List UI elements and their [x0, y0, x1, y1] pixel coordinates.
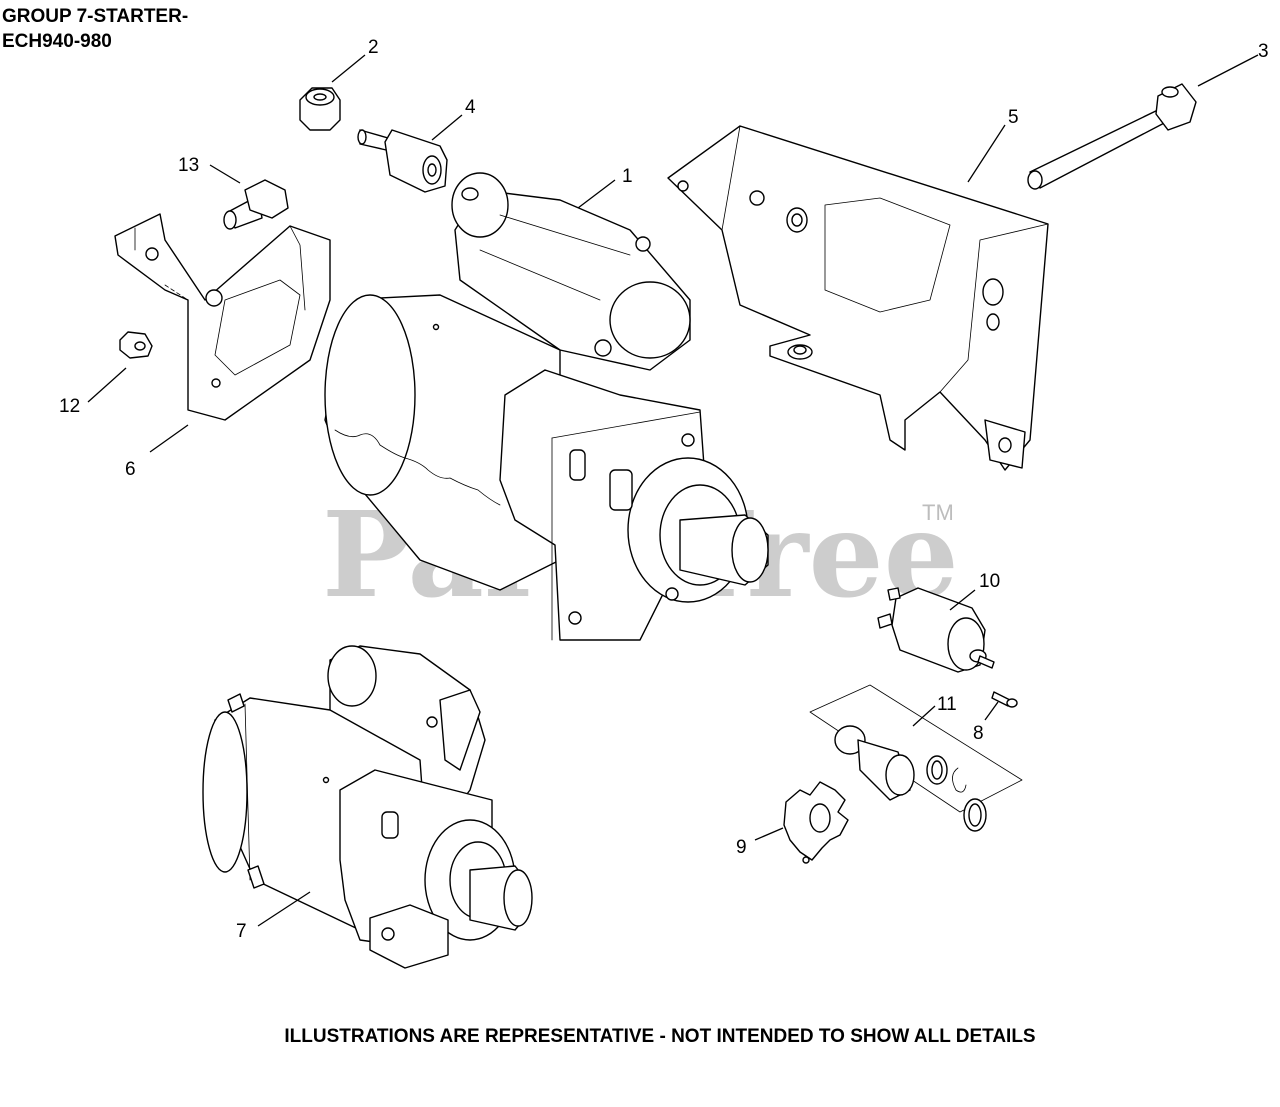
part-5-starter-bracket[interactable] [667, 125, 1049, 471]
callout-4[interactable]: 4 [465, 97, 476, 118]
part-6-bracket[interactable] [114, 213, 331, 421]
callout-7[interactable]: 7 [236, 921, 247, 942]
part-11-drive-kit[interactable] [809, 684, 1023, 832]
title-line-2: ECH940-980 [2, 31, 112, 52]
part-2-nut[interactable] [299, 87, 341, 131]
title-line-1: GROUP 7-STARTER- [2, 6, 189, 27]
callout-9[interactable]: 9 [736, 837, 747, 858]
callout-6[interactable]: 6 [125, 459, 136, 480]
part-8-screw[interactable] [991, 691, 1018, 708]
part-9-drive-gear[interactable] [783, 781, 849, 864]
diagram-title: GROUP 7-STARTER- ECH940-980 [2, 4, 188, 54]
part-10-solenoid[interactable] [877, 587, 995, 673]
part-12-nut[interactable] [119, 331, 153, 359]
callout-13[interactable]: 13 [178, 155, 199, 176]
part-7-starter-assembly[interactable] [202, 645, 533, 969]
watermark-tm: TM [922, 500, 954, 525]
part-13-bolt[interactable] [223, 179, 289, 230]
callout-2[interactable]: 2 [368, 37, 379, 58]
callout-8[interactable]: 8 [973, 723, 984, 744]
callout-10[interactable]: 10 [979, 571, 1000, 592]
callout-1[interactable]: 1 [622, 166, 633, 187]
part-3-bolt[interactable] [1027, 83, 1197, 190]
part-1-starter-motor[interactable] [324, 172, 769, 641]
callout-labels: 1 2 3 4 5 6 7 8 9 10 11 12 13 [59, 37, 1269, 942]
callout-3[interactable]: 3 [1258, 41, 1269, 62]
callout-11[interactable]: 11 [937, 694, 957, 715]
callout-5[interactable]: 5 [1008, 107, 1019, 128]
leader-lines [87, 54, 1259, 927]
part-4-stud-spacer[interactable] [357, 129, 448, 193]
footer-disclaimer: ILLUSTRATIONS ARE REPRESENTATIVE - NOT I… [284, 1026, 1036, 1047]
callout-12[interactable]: 12 [59, 396, 80, 417]
